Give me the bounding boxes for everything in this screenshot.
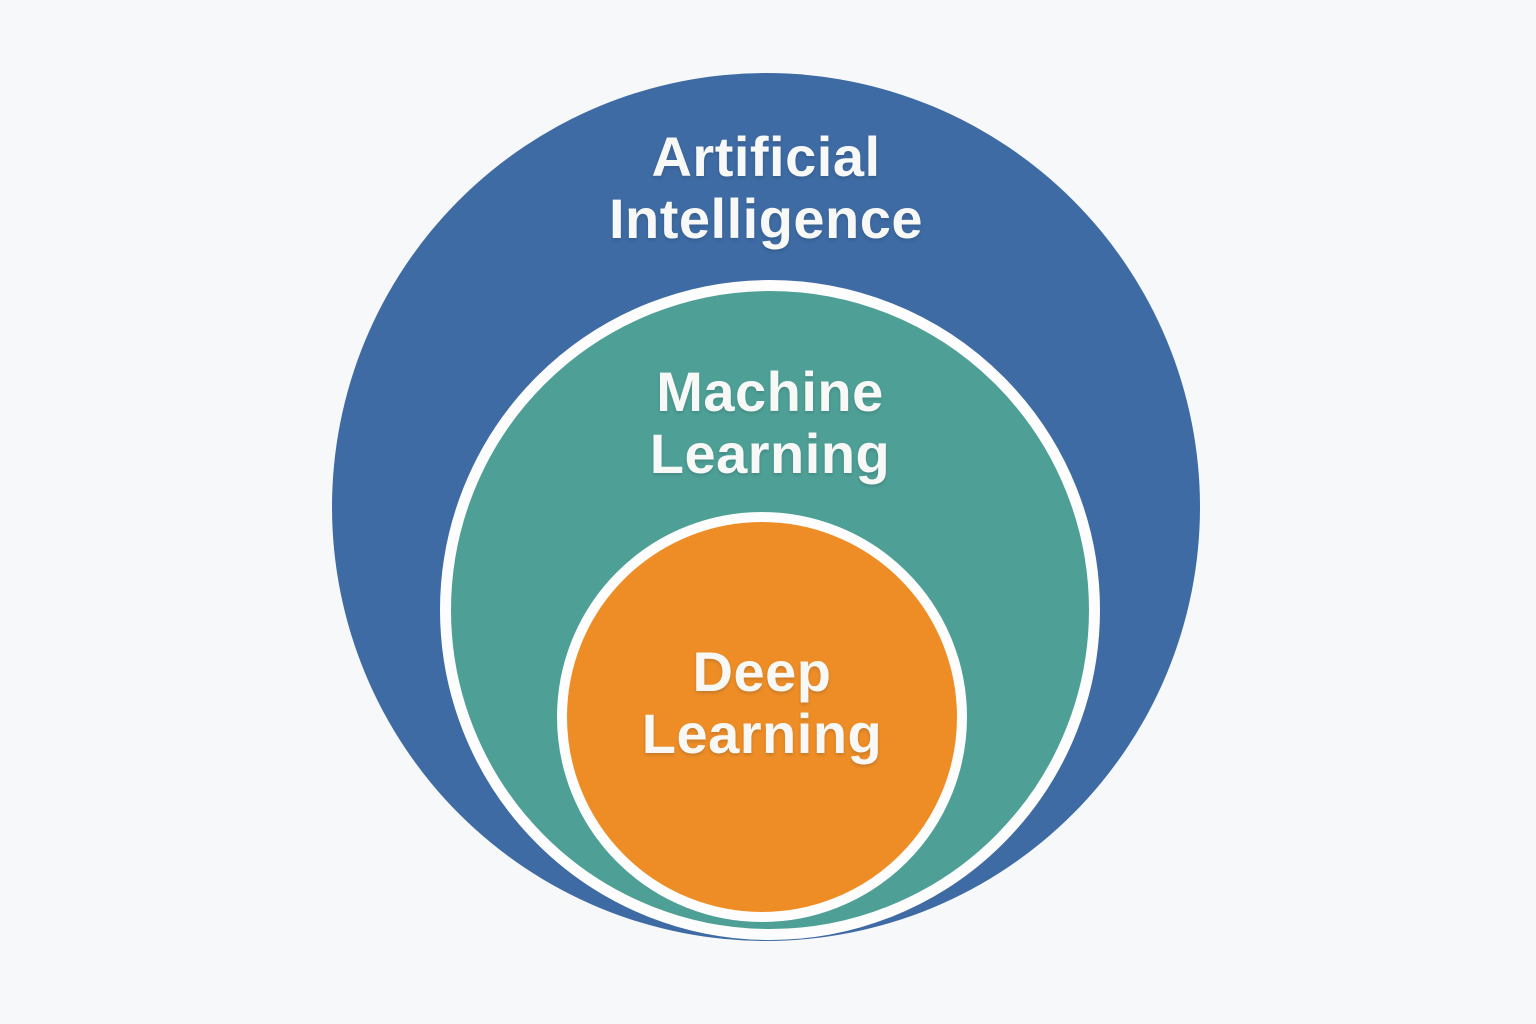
deep-learning-label: Deep Learning xyxy=(557,641,967,765)
deep-learning-circle xyxy=(557,512,967,922)
machine-learning-label: Machine Learning xyxy=(440,361,1100,485)
deep-learning-label-line2: Learning xyxy=(641,702,883,765)
artificial-intelligence-label-line1: Artificial xyxy=(651,125,881,188)
artificial-intelligence-label-line2: Intelligence xyxy=(608,187,924,250)
deep-learning-label-line1: Deep xyxy=(692,640,832,703)
machine-learning-label-line1: Machine xyxy=(656,360,884,423)
machine-learning-label-line2: Learning xyxy=(649,422,891,485)
artificial-intelligence-label: Artificial Intelligence xyxy=(332,126,1200,250)
